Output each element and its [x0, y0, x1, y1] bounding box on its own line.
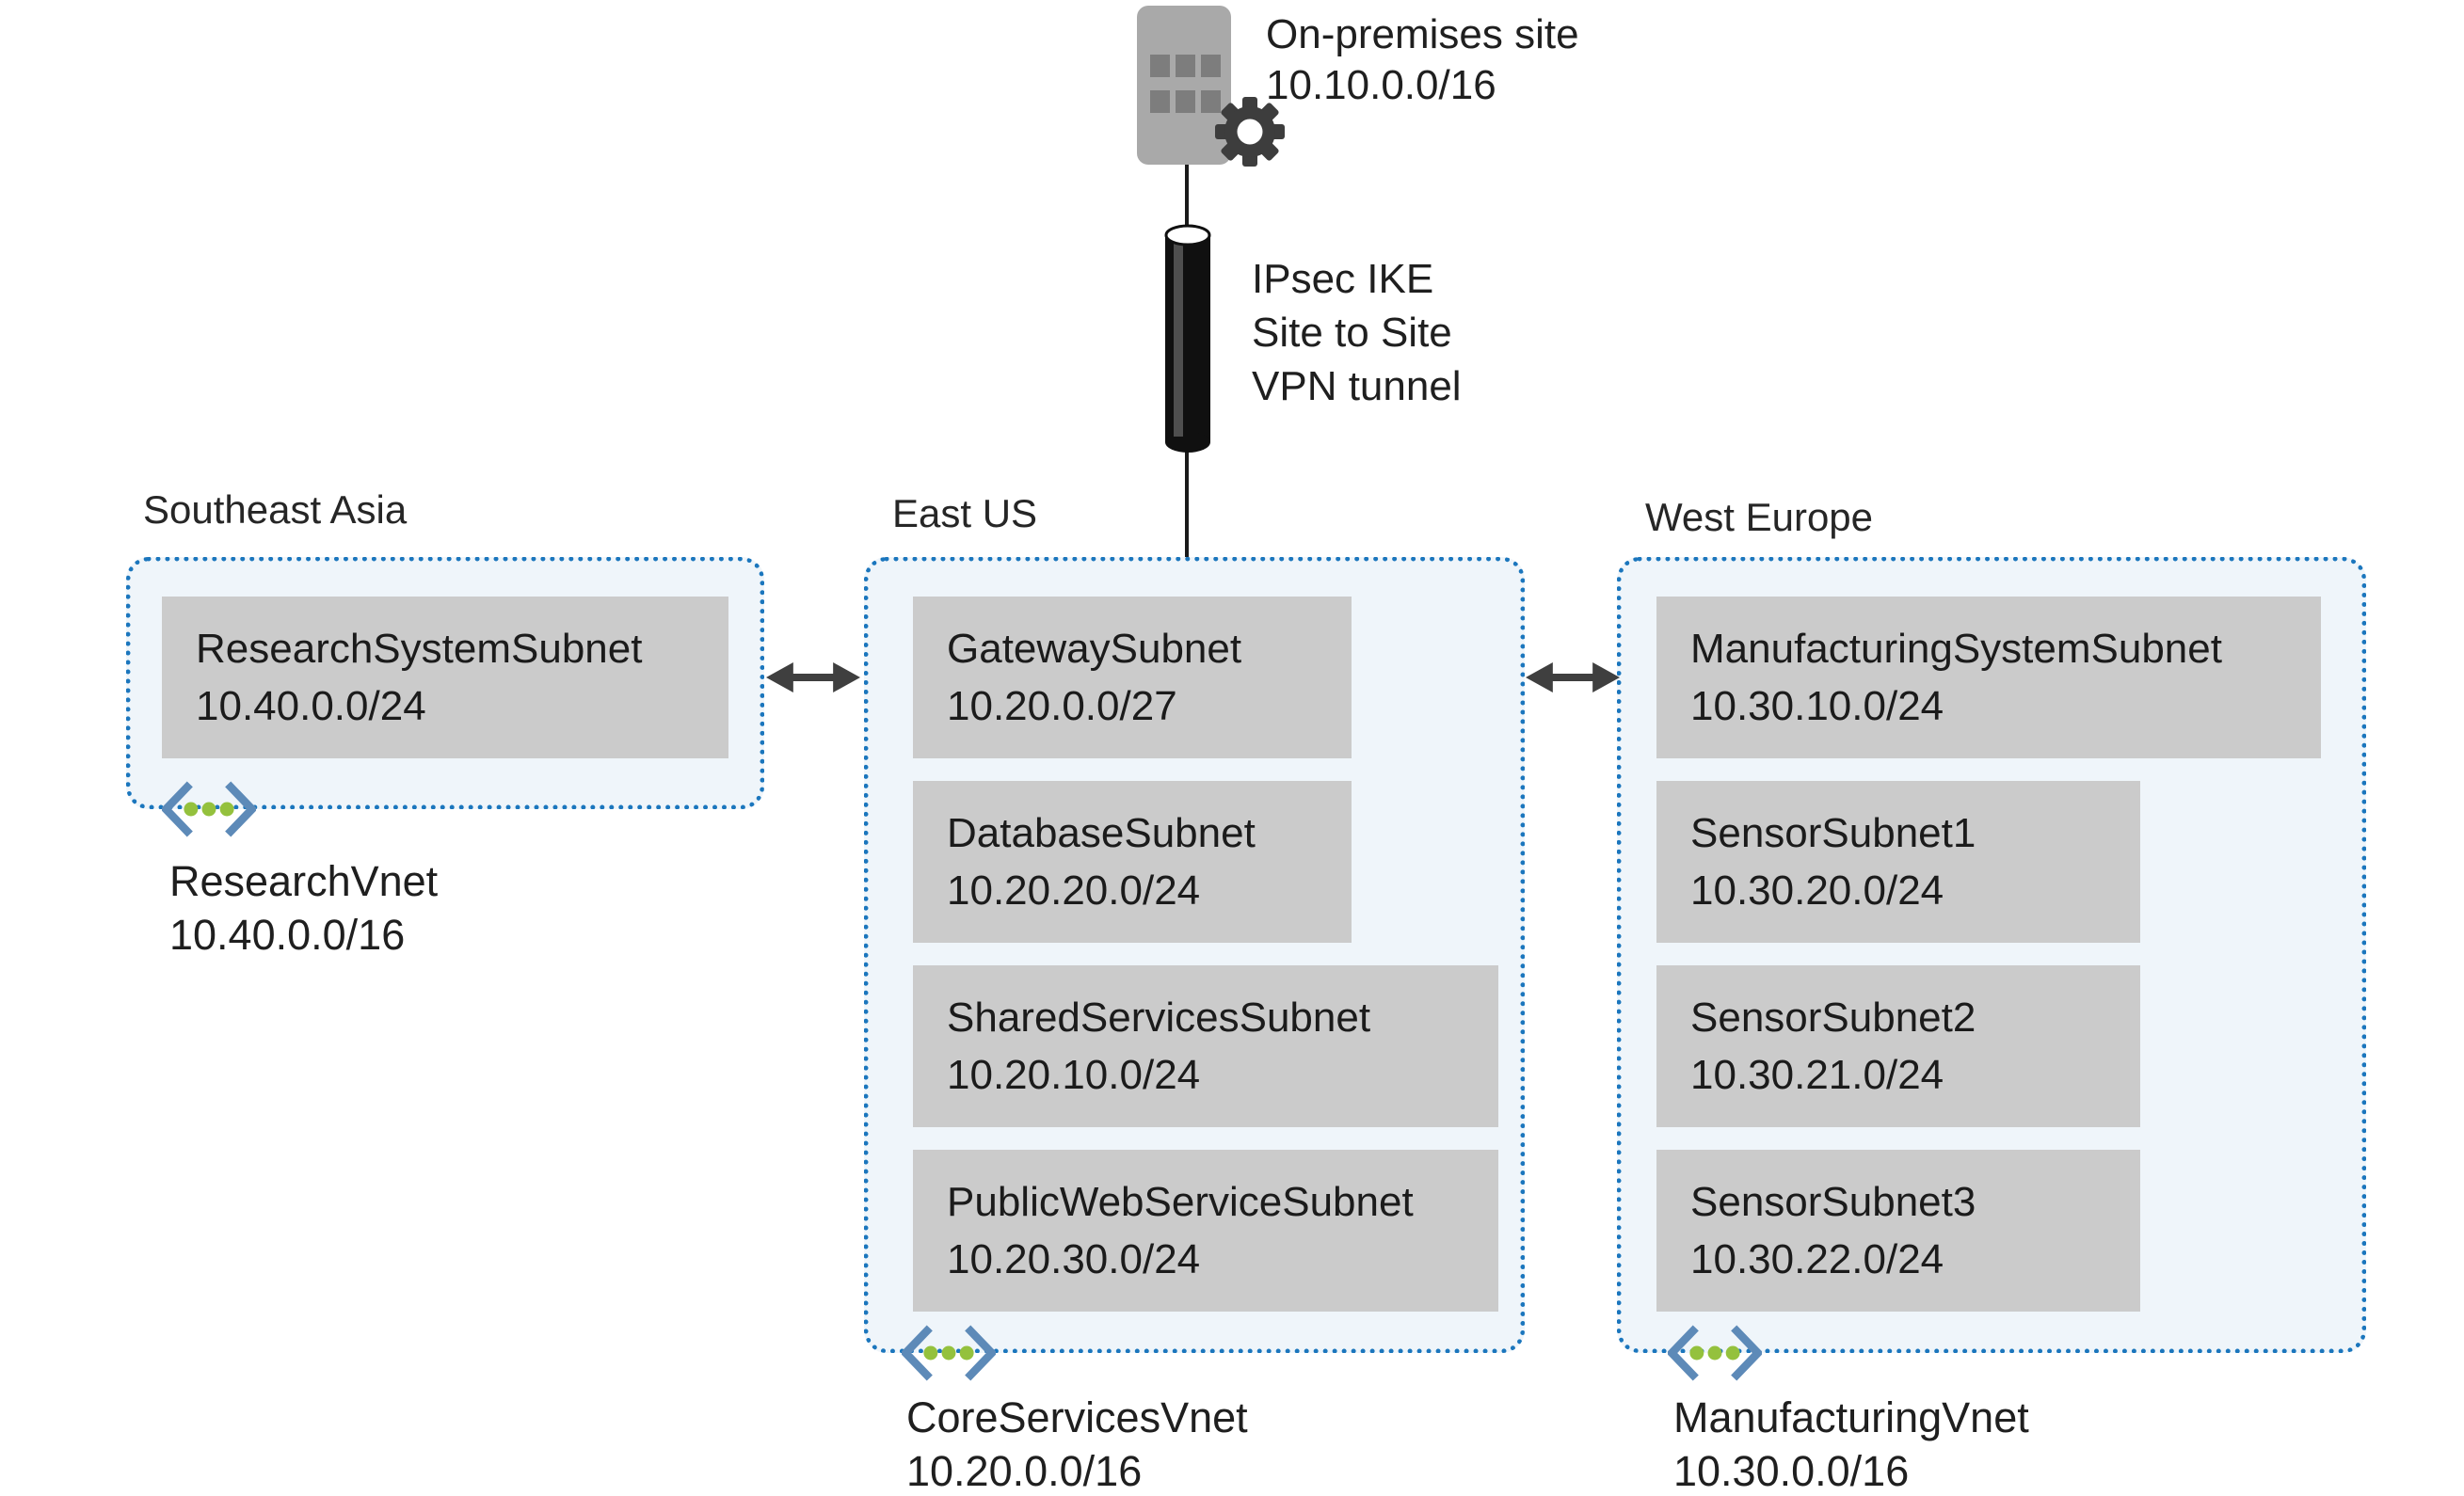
building-window — [1201, 90, 1221, 113]
vnet-name: ManufacturingVnet — [1673, 1393, 2029, 1441]
vnet-cidr: 10.40.0.0/16 — [169, 911, 406, 959]
peering-arrow-icon — [766, 662, 860, 692]
vnet-icon — [162, 781, 256, 837]
subnet-cidr: 10.20.20.0/24 — [947, 867, 1201, 914]
subnet-cidr: 10.20.0.0/27 — [947, 683, 1177, 729]
region-label-west-europe: West Europe — [1645, 495, 1874, 539]
subnet-cidr: 10.30.20.0/24 — [1690, 867, 1944, 914]
subnet-name: SharedServicesSubnet — [947, 995, 1371, 1041]
on-premises-cidr: 10.10.0.0/16 — [1266, 62, 1496, 108]
subnet-cidr: 10.30.21.0/24 — [1690, 1052, 1944, 1098]
vnet-name: CoreServicesVnet — [906, 1393, 1248, 1441]
region-label-east-us: East US — [892, 491, 1038, 535]
subnet-box: ManufacturingSystemSubnet 10.30.10.0/24 — [1656, 597, 2321, 758]
subnet-box: SensorSubnet1 10.30.20.0/24 — [1656, 781, 2140, 943]
subnet-cidr: 10.20.10.0/24 — [947, 1052, 1201, 1098]
subnet-box: SharedServicesSubnet 10.20.10.0/24 — [913, 965, 1498, 1127]
vpn-tunnel-label-line1: IPsec IKE — [1252, 256, 1434, 302]
on-premises-label: On-premises site 10.10.0.0/16 — [1266, 9, 1579, 111]
subnet-name: PublicWebServiceSubnet — [947, 1179, 1414, 1225]
subnet-box: SensorSubnet2 10.30.21.0/24 — [1656, 965, 2140, 1127]
on-premises-building-icon — [1137, 6, 1231, 165]
vnet-cidr: 10.30.0.0/16 — [1673, 1447, 1910, 1495]
vnet-label-core-services: CoreServicesVnet 10.20.0.0/16 — [906, 1391, 1248, 1496]
subnet-box: ResearchSystemSubnet 10.40.0.0/24 — [162, 597, 728, 758]
subnet-cidr: 10.40.0.0/24 — [196, 683, 426, 729]
vpn-tunnel-icon — [1164, 224, 1211, 453]
subnet-box: DatabaseSubnet 10.20.20.0/24 — [913, 781, 1352, 943]
gear-icon — [1215, 97, 1285, 167]
subnet-box: PublicWebServiceSubnet 10.20.30.0/24 — [913, 1150, 1498, 1312]
vpn-tunnel-label: IPsec IKE Site to Site VPN tunnel — [1252, 252, 1462, 413]
building-window — [1176, 55, 1195, 77]
subnet-name: ResearchSystemSubnet — [196, 626, 643, 672]
building-window — [1176, 90, 1195, 113]
subnet-name: GatewaySubnet — [947, 626, 1242, 672]
subnet-cidr: 10.30.22.0/24 — [1690, 1236, 1944, 1282]
subnet-cidr: 10.20.30.0/24 — [947, 1236, 1201, 1282]
subnet-box: GatewaySubnet 10.20.0.0/27 — [913, 597, 1352, 758]
vnet-icon — [902, 1325, 996, 1381]
subnet-name: SensorSubnet3 — [1690, 1179, 1976, 1225]
peering-arrow-icon — [1526, 662, 1620, 692]
subnet-cidr: 10.30.10.0/24 — [1690, 683, 1944, 729]
subnet-name: SensorSubnet1 — [1690, 810, 1976, 856]
vnet-label-research: ResearchVnet 10.40.0.0/16 — [169, 854, 438, 962]
vnet-label-manufacturing: ManufacturingVnet 10.30.0.0/16 — [1673, 1391, 2029, 1496]
vpn-tunnel-label-line3: VPN tunnel — [1252, 363, 1462, 409]
subnet-name: ManufacturingSystemSubnet — [1690, 626, 2222, 672]
vnet-name: ResearchVnet — [169, 857, 439, 905]
vnet-cidr: 10.20.0.0/16 — [906, 1447, 1143, 1495]
subnet-box: SensorSubnet3 10.30.22.0/24 — [1656, 1150, 2140, 1312]
vnet-icon — [1668, 1325, 1762, 1381]
vpn-tunnel-label-line2: Site to Site — [1252, 310, 1452, 356]
building-window — [1150, 90, 1170, 113]
subnet-name: SensorSubnet2 — [1690, 995, 1976, 1041]
region-label-southeast-asia: Southeast Asia — [143, 487, 408, 532]
subnet-name: DatabaseSubnet — [947, 810, 1256, 856]
building-window — [1201, 55, 1221, 77]
on-premises-name: On-premises site — [1266, 11, 1579, 57]
building-window — [1150, 55, 1170, 77]
